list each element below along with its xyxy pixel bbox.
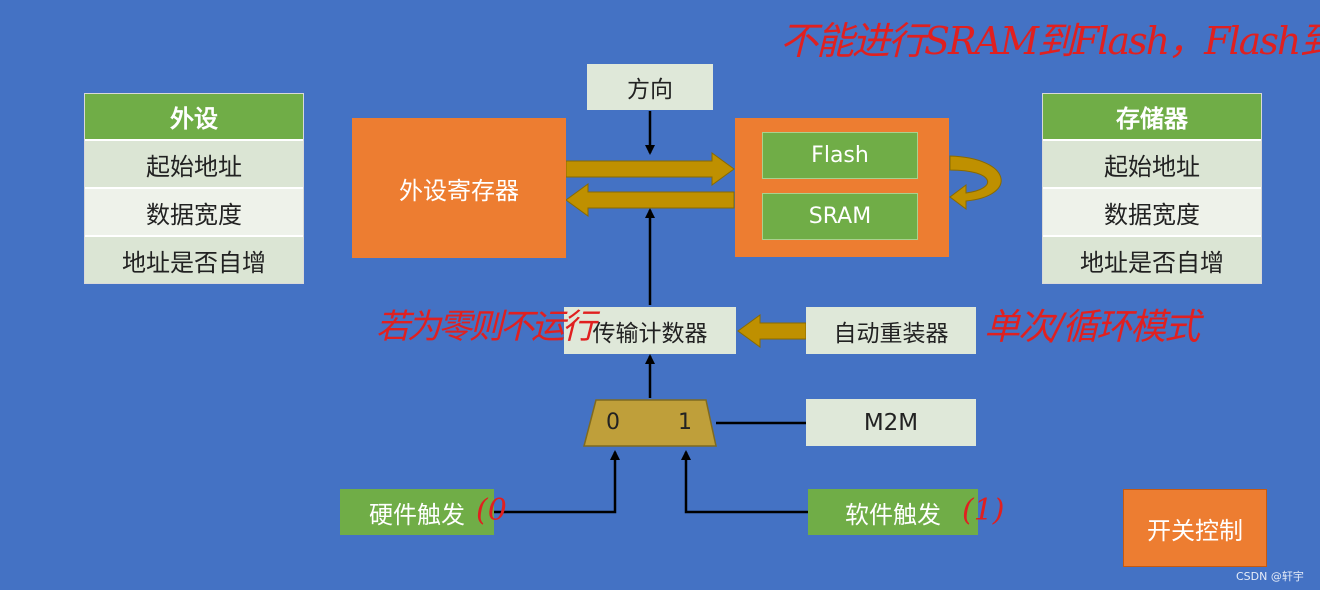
peripheral-register-label: 外设寄存器 [399, 176, 519, 205]
watermark: CSDN @轩宇 [1236, 570, 1304, 583]
handwritten-sw-note: (1) [962, 493, 1005, 528]
peripheral-table: 外设 起始地址 数据宽度 地址是否自增 [84, 93, 304, 284]
peripheral-to-memory-arrow [565, 152, 735, 186]
reload-to-counter-arrow [737, 314, 807, 348]
transfer-counter-box: 传输计数器 [564, 307, 736, 354]
handwritten-top-note: 不能进行SRAM到Flash，Flash到 [780, 19, 1320, 63]
software-trigger-box: 软件触发 [808, 489, 978, 535]
mux-input-0: 0 [606, 410, 620, 435]
peripheral-address-increment: 地址是否自增 [85, 237, 303, 283]
flash-label: Flash [811, 143, 869, 168]
auto-reload-box: 自动重装器 [806, 307, 976, 354]
transfer-counter-label: 传输计数器 [592, 320, 708, 347]
hardware-trigger-box: 硬件触发 [340, 489, 494, 535]
memory-loop-arrow [949, 155, 1002, 210]
handwritten-right-note: 单次/循环模式 [984, 307, 1200, 348]
memory-to-peripheral-arrow [565, 183, 735, 217]
peripheral-register-block: 外设寄存器 [352, 118, 566, 258]
m2m-box: M2M [806, 399, 976, 446]
auto-reload-label: 自动重装器 [833, 320, 949, 347]
mux-input-1: 1 [678, 410, 692, 435]
direction-box: 方向 [587, 64, 713, 110]
direction-label: 方向 [627, 77, 673, 103]
memory-table-header: 存储器 [1043, 94, 1261, 141]
sram-label: SRAM [808, 204, 872, 229]
peripheral-data-width: 数据宽度 [85, 189, 303, 237]
handwritten-hw-note: (0 [476, 493, 507, 528]
sram-block: SRAM [762, 193, 918, 240]
handwritten-left-note: 若为零则不运行 [376, 307, 596, 347]
peripheral-table-header: 外设 [85, 94, 303, 141]
multiplexer [583, 399, 717, 447]
software-trigger-label: 软件触发 [845, 500, 941, 529]
software-trigger-line [681, 450, 808, 514]
switch-control-box: 开关控制 [1123, 489, 1267, 567]
memory-address-increment: 地址是否自增 [1043, 237, 1261, 283]
flash-block: Flash [762, 132, 918, 179]
hardware-trigger-line [494, 450, 620, 514]
memory-table: 存储器 起始地址 数据宽度 地址是否自增 [1042, 93, 1262, 284]
memory-data-width: 数据宽度 [1043, 189, 1261, 237]
peripheral-start-address: 起始地址 [85, 141, 303, 189]
m2m-label: M2M [863, 409, 919, 436]
memory-start-address: 起始地址 [1043, 141, 1261, 189]
hardware-trigger-label: 硬件触发 [369, 500, 465, 529]
switch-control-label: 开关控制 [1147, 516, 1243, 545]
